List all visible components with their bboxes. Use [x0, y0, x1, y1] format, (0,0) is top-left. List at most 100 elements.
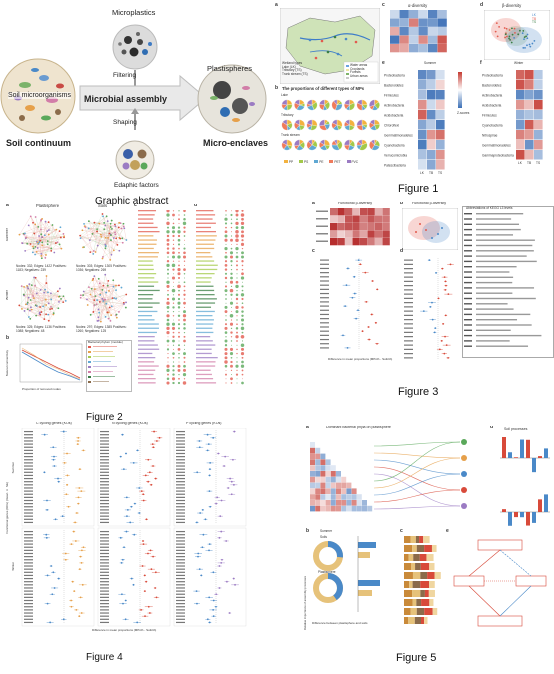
- network-node: [82, 246, 84, 249]
- module-dot: [178, 357, 180, 359]
- corr-cell: [351, 500, 357, 506]
- beta-point: [508, 35, 511, 38]
- module-dot: [236, 315, 238, 317]
- module-dot: [166, 213, 170, 217]
- mean-point: [228, 612, 231, 614]
- module-dot: [166, 339, 170, 343]
- stacked-segment: [415, 563, 421, 570]
- corr-cell: [310, 471, 315, 477]
- row-label: [100, 593, 109, 595]
- row-label: [24, 546, 33, 548]
- network-edge: [107, 237, 111, 260]
- row-label: [100, 590, 109, 592]
- mean-point: [444, 335, 446, 338]
- fig3-heat-cell: [375, 208, 383, 216]
- mean-point: [143, 574, 146, 577]
- corr-cell: [341, 505, 347, 512]
- network-edge: [39, 299, 52, 313]
- network-edge: [80, 235, 94, 252]
- network-edge: [38, 226, 57, 230]
- module-dot: [230, 260, 233, 263]
- row-label: [100, 599, 109, 602]
- fig2-panel-d-letter: d: [194, 204, 198, 208]
- network-node: [37, 242, 40, 245]
- network-edge: [51, 299, 54, 314]
- beta-point: [523, 36, 526, 38]
- network-edge: [99, 283, 112, 307]
- module-dot: [230, 226, 233, 229]
- row-label: [320, 288, 329, 290]
- row-label: [24, 537, 33, 539]
- row-label: [24, 615, 33, 617]
- mean-point: [215, 502, 218, 505]
- module-dot: [235, 246, 239, 251]
- module-dot: [178, 327, 180, 330]
- network-node: [58, 300, 60, 303]
- module-dot: [240, 213, 245, 217]
- module-dot: [230, 340, 233, 342]
- marker-header: Bacterial phylum (module): [88, 340, 123, 344]
- network-node: [109, 259, 112, 261]
- row-label: [176, 487, 185, 489]
- module-dot: [183, 327, 186, 330]
- beta-point: [525, 35, 528, 38]
- row-label: [320, 297, 329, 299]
- heat-col-label: LK: [420, 171, 425, 175]
- alpha-heat-cell: [437, 35, 447, 44]
- abbrev-code: [464, 329, 472, 331]
- network-edge: [37, 222, 49, 243]
- corr-cell: [330, 476, 336, 483]
- abbrev-text: [476, 255, 527, 257]
- module-label-bar: [138, 382, 156, 384]
- network-edge: [100, 298, 103, 322]
- module-label-bar: [196, 210, 214, 212]
- module-dot: [183, 285, 186, 288]
- network-node: [27, 296, 30, 299]
- module-dot: [172, 260, 175, 262]
- network-edge: [95, 236, 102, 253]
- mean-point: [234, 583, 236, 586]
- network-node: [34, 223, 37, 226]
- corr-cell: [320, 494, 326, 500]
- mean-point: [79, 468, 81, 471]
- microbial-assembly-label: Microbial assembly: [84, 94, 168, 104]
- network-node: [112, 237, 115, 239]
- stacked-segment: [412, 545, 417, 552]
- module-dot: [224, 356, 228, 360]
- network-node: [40, 228, 42, 231]
- alpha-heat-cell: [418, 10, 428, 19]
- mean-point: [124, 618, 127, 621]
- mean-point: [218, 536, 221, 539]
- abbrev-code: [464, 223, 472, 225]
- heat-cell: [436, 80, 445, 90]
- zscore-label: Z-scores: [457, 111, 470, 115]
- network-edge: [39, 237, 61, 243]
- network-edge: [30, 216, 38, 243]
- heat-row-label: Firmicutes: [482, 114, 497, 118]
- module-dot: [225, 298, 227, 300]
- row-label: [176, 546, 185, 548]
- stacked-segment: [412, 599, 417, 606]
- mean-point: [77, 502, 80, 505]
- module-dot: [229, 347, 234, 351]
- network-edge: [45, 229, 57, 255]
- module-dot: [172, 369, 175, 372]
- fig1-panel-b-title: The proportions of different types of MP…: [282, 86, 365, 91]
- map-legend-item: Tributary (TS): [282, 68, 302, 73]
- network-node: [43, 318, 46, 321]
- row-label: [176, 537, 185, 539]
- fig4-title-a: C cycling genes (KOs): [36, 422, 72, 425]
- module-dot: [240, 364, 245, 368]
- module-label-bar: [138, 218, 154, 220]
- module-dot: [229, 280, 234, 284]
- abbrev-code: [464, 313, 472, 316]
- module-dot: [236, 273, 238, 275]
- module-dot: [240, 343, 245, 347]
- module-dot: [236, 289, 238, 292]
- fig1-map: [280, 8, 380, 84]
- network-edge: [107, 294, 127, 313]
- row-label: [24, 540, 33, 542]
- module-dot: [230, 238, 233, 242]
- row-label: [176, 481, 185, 483]
- fig3-pcoa: [402, 208, 458, 250]
